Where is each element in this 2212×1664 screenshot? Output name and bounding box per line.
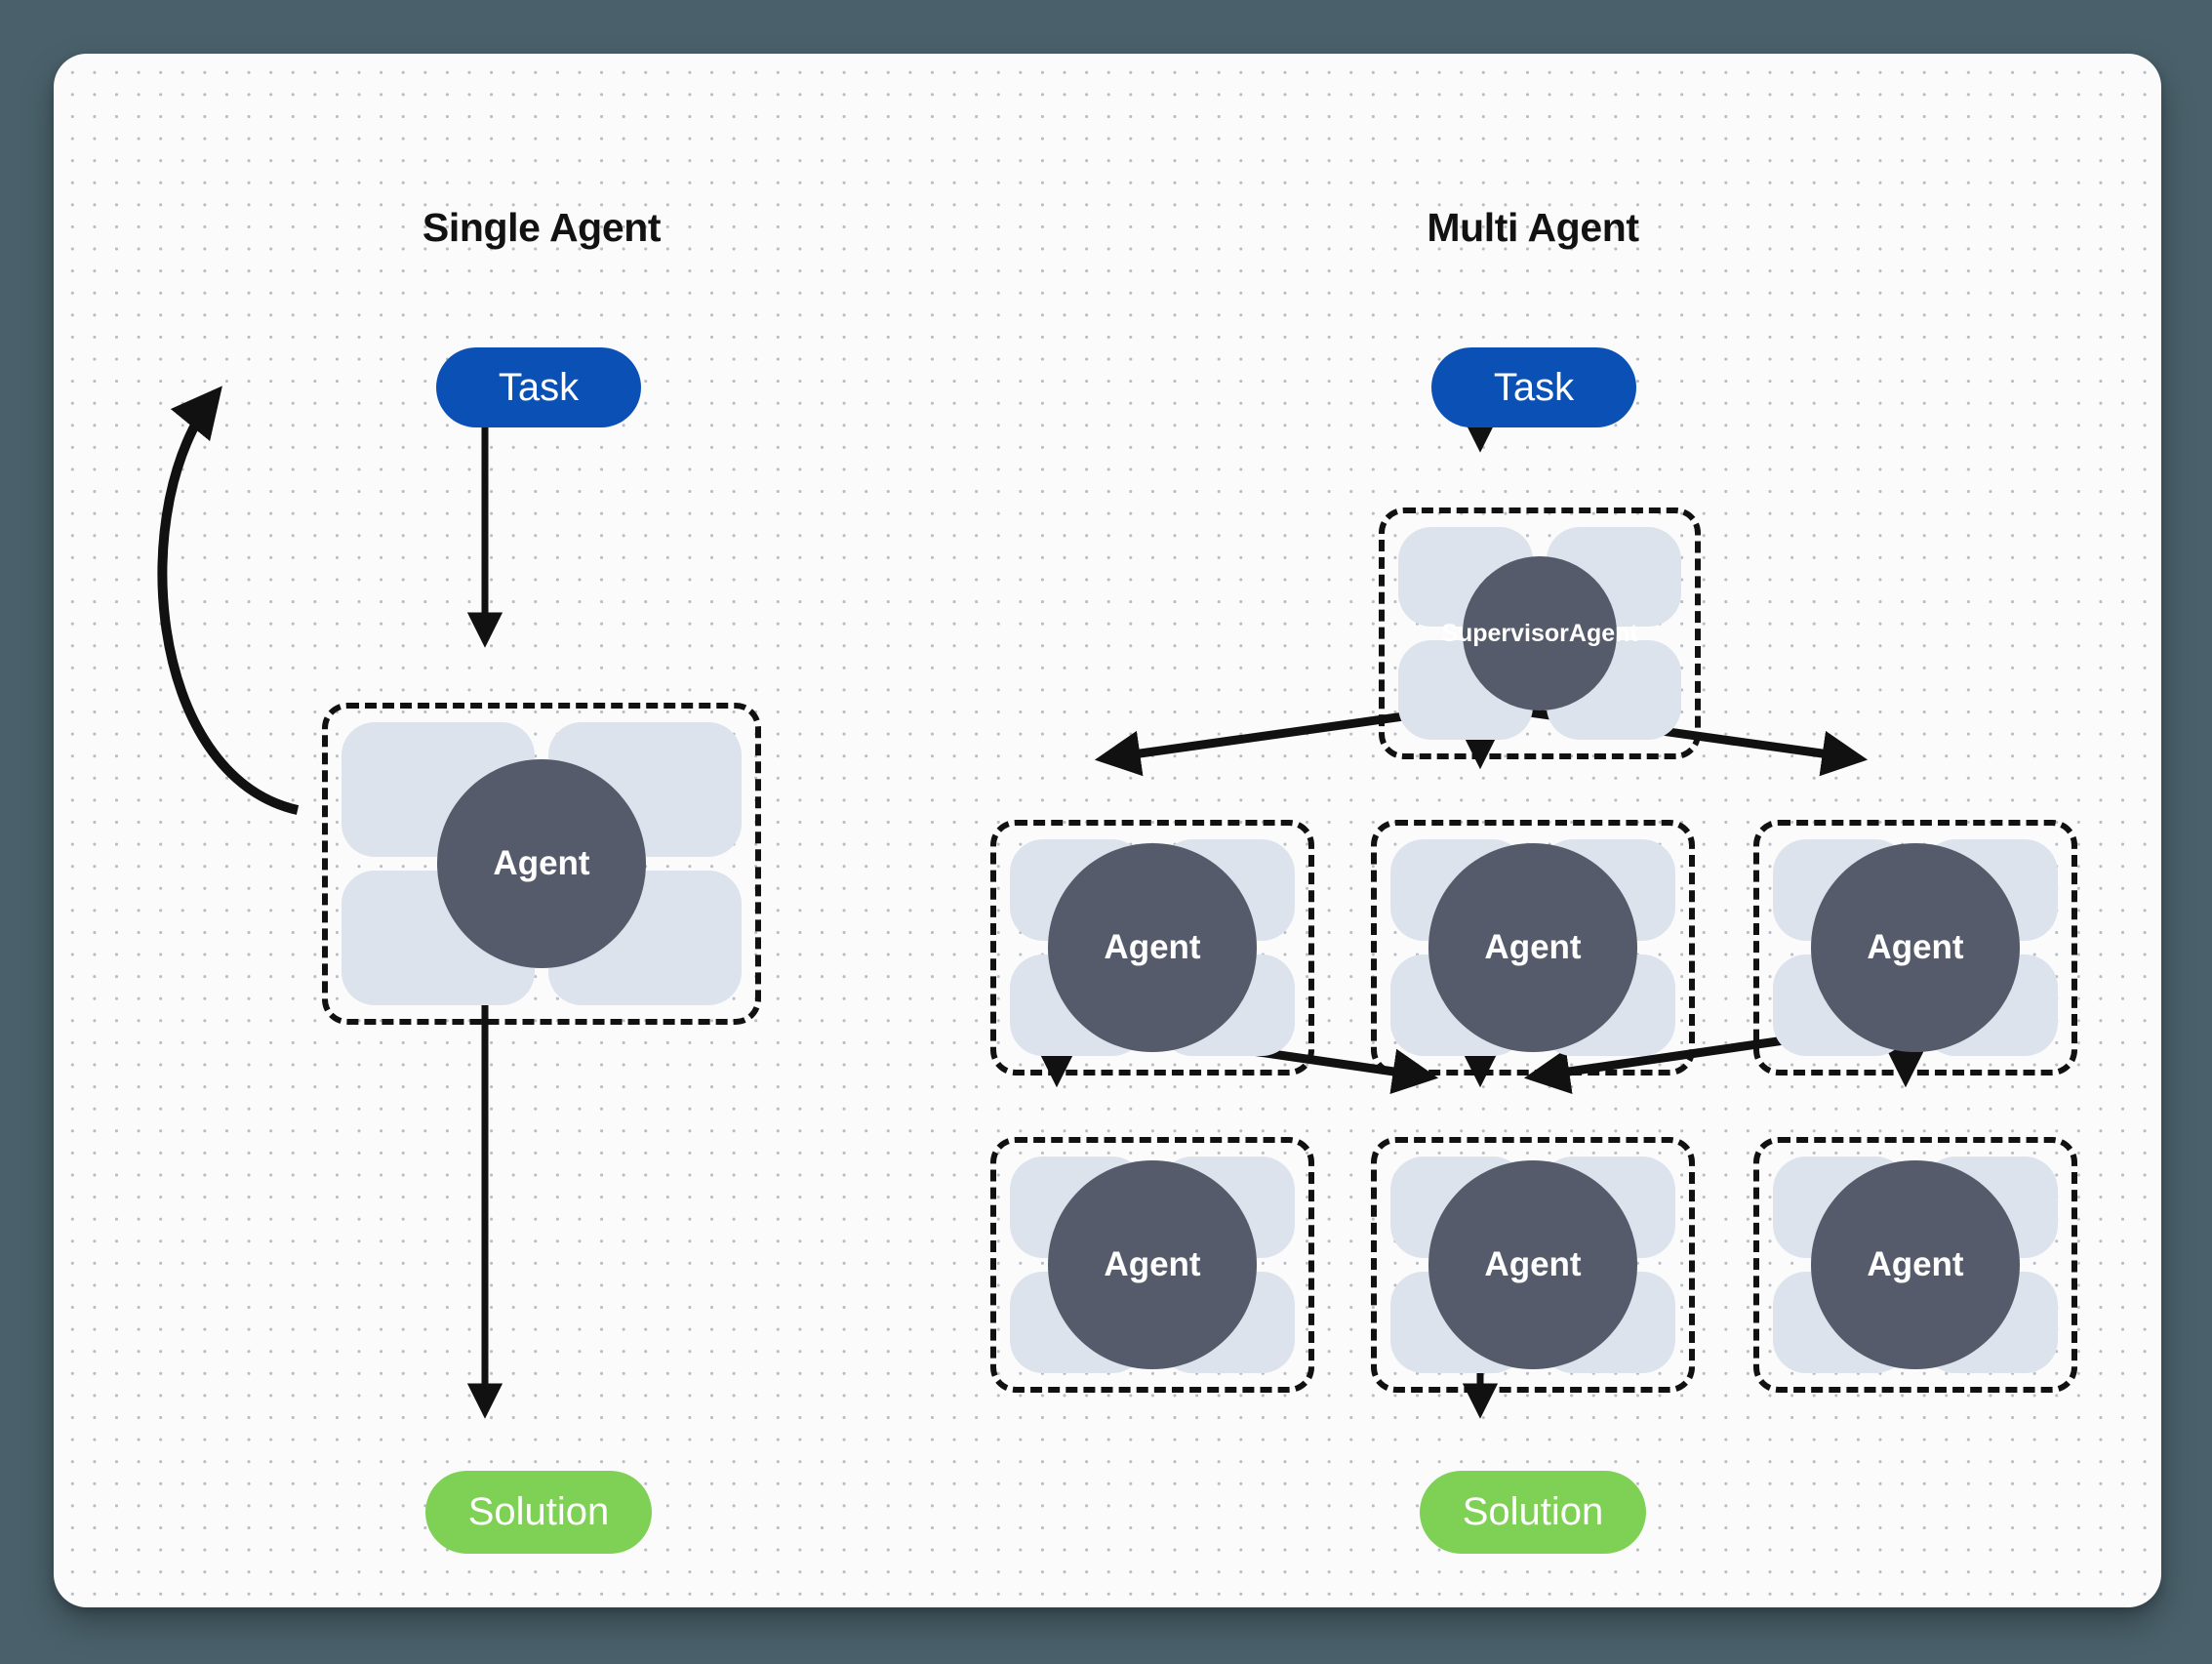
supervisor-label-line1: Supervisor	[1441, 619, 1569, 647]
task-node-single[interactable]: Task	[436, 347, 641, 427]
agent-core-label: Agent	[1811, 843, 2020, 1052]
edge-agent-self-loop	[157, 386, 300, 815]
agent-node-row2-col3[interactable]: Agent	[1753, 1137, 2077, 1393]
agent-node-single[interactable]: Agent	[322, 703, 761, 1025]
agent-core-label: Agent	[1428, 1160, 1637, 1369]
column-title-single-agent: Single Agent	[422, 205, 662, 250]
agent-node-row1-col2[interactable]: Agent	[1371, 820, 1695, 1076]
agent-core-label: Agent	[1048, 1160, 1257, 1369]
agent-core-label: Agent	[437, 759, 646, 968]
solution-node-multi[interactable]: Solution	[1420, 1471, 1646, 1554]
diagram-card: Single Agent Multi Agent Task Agent Solu…	[54, 54, 2161, 1607]
column-title-multi-agent: Multi Agent	[1427, 205, 1639, 250]
agent-core-label: Agent	[1811, 1160, 2020, 1369]
task-node-multi[interactable]: Task	[1431, 347, 1636, 427]
agent-node-row2-col2[interactable]: Agent	[1371, 1137, 1695, 1393]
agent-core-label: Agent	[1048, 843, 1257, 1052]
agent-node-row1-col1[interactable]: Agent	[990, 820, 1314, 1076]
supervisor-core-label: Supervisor Agent	[1441, 556, 1638, 710]
solution-node-single[interactable]: Solution	[425, 1471, 652, 1554]
agent-node-row2-col1[interactable]: Agent	[990, 1137, 1314, 1393]
supervisor-agent-node[interactable]: Supervisor Agent	[1379, 507, 1701, 759]
agent-core-label: Agent	[1428, 843, 1637, 1052]
agent-node-row1-col3[interactable]: Agent	[1753, 820, 2077, 1076]
supervisor-label-line2: Agent	[1568, 619, 1638, 647]
